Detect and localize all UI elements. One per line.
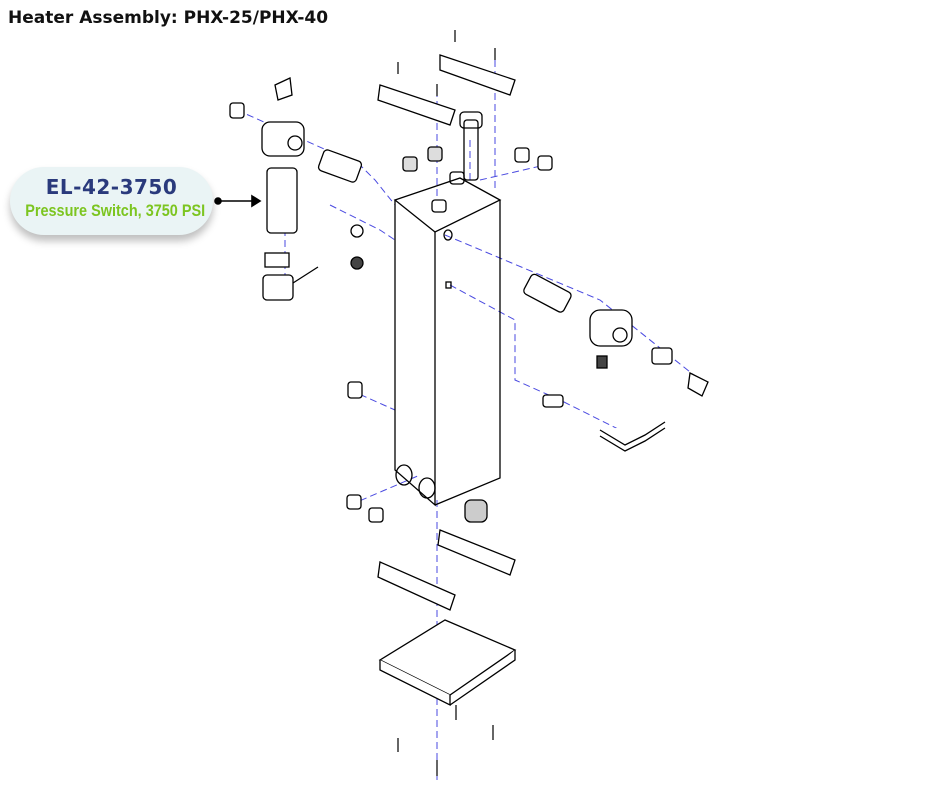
part-callout: EL-42-3750 Pressure Switch, 3750 PSI: [10, 167, 213, 235]
part-number: EL-42-3750: [45, 175, 178, 199]
brackets: [377, 54, 517, 707]
left-components: [229, 77, 384, 523]
top-fittings: [402, 111, 483, 213]
part-description: Pressure Switch, 3750 PSI: [25, 201, 206, 220]
heater-block: [393, 177, 502, 507]
page-title: Heater Assembly: PHX-25/PHX-40: [8, 8, 329, 28]
right-components: [464, 147, 709, 523]
screws: [397, 30, 496, 776]
leader-arrow: [214, 194, 262, 208]
